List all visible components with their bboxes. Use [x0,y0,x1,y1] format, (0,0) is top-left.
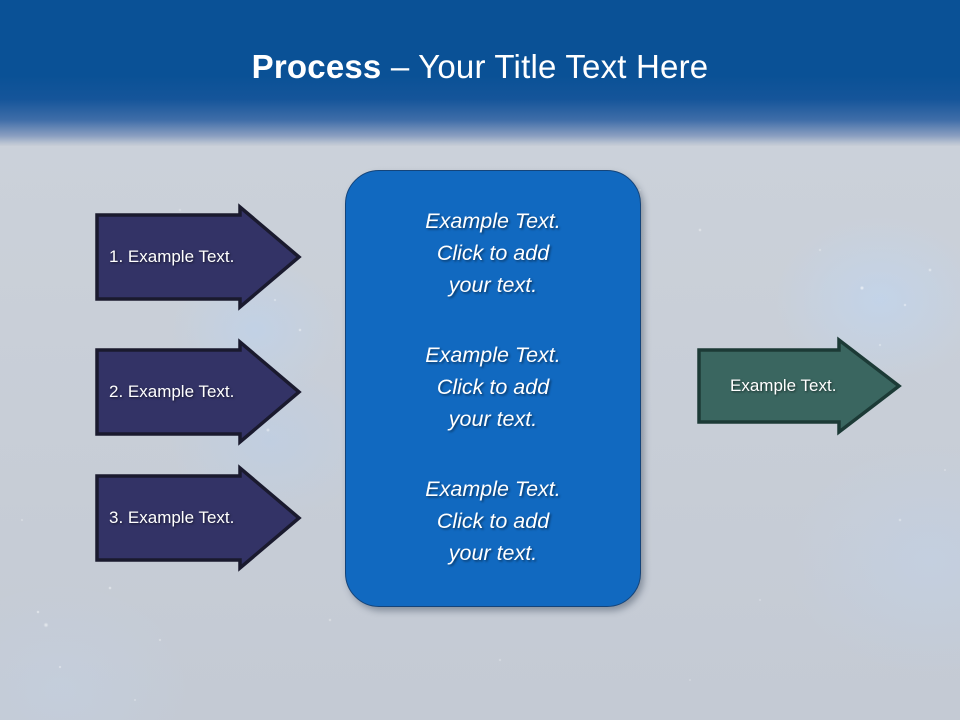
process-step-arrow-2[interactable]: 2. Example Text. [95,338,302,446]
process-step-arrow-3[interactable]: 3. Example Text. [95,464,302,572]
slide-header-band [0,0,960,146]
process-step-arrow-3-label: 3. Example Text. [109,508,235,527]
process-step-arrow-1[interactable]: 1. Example Text. [95,203,302,311]
process-step-arrow-2-label: 2. Example Text. [109,382,235,401]
arrow-right-icon [697,336,902,436]
process-step-arrow-1-label: 1. Example Text. [109,247,235,266]
arrow-right-icon [95,464,302,572]
center-text-block-3: Example Text. Click to add your text. [425,476,561,565]
page-title-rest: – Your Title Text Here [381,48,709,85]
arrow-right-icon [95,203,302,311]
page-title: Process – Your Title Text Here [0,48,960,86]
center-text-block-2: Example Text. Click to add your text. [425,342,561,431]
center-text-block-1: Example Text. Click to add your text. [425,208,561,297]
arrow-right-icon [95,338,302,446]
page-title-emphasis: Process [251,48,382,85]
process-center-panel[interactable]: Example Text. Click to add your text. Ex… [345,170,641,607]
process-result-arrow[interactable]: Example Text. [697,336,902,436]
process-result-arrow-label: Example Text. [730,376,837,395]
